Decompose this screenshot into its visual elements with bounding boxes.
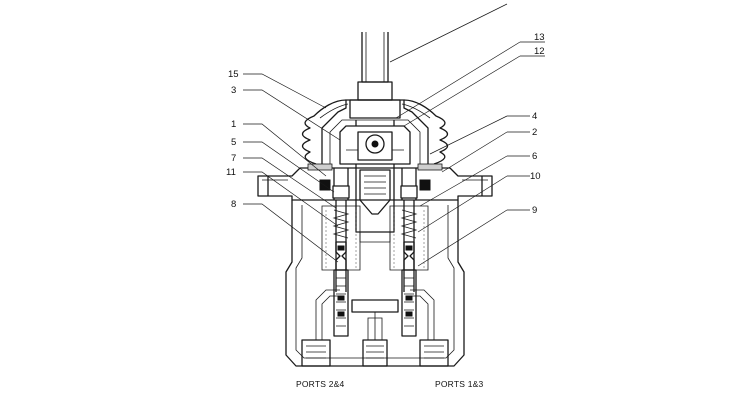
actuator-stem	[349, 32, 401, 119]
callout-13: 13	[534, 32, 545, 43]
callout-8: 8	[231, 199, 236, 210]
callout-1: 1	[231, 119, 236, 130]
callout-6: 6	[532, 151, 537, 162]
port-fittings	[301, 289, 449, 367]
ports-2-4-label: PORTS 2&4	[296, 379, 344, 389]
cam-plate	[339, 125, 411, 165]
bellows-boot	[301, 99, 449, 165]
callout-15: 15	[228, 69, 239, 80]
callout-3: 3	[231, 85, 236, 96]
callout-5: 5	[231, 137, 236, 148]
ports-1-3-label: PORTS 1&3	[435, 379, 483, 389]
right-spool	[389, 168, 429, 337]
seal-rings	[307, 163, 443, 191]
callout-9: 9	[532, 205, 537, 216]
callout-12: 12	[534, 46, 545, 57]
leader-lines	[243, 3, 545, 267]
callout-4: 4	[532, 111, 537, 122]
callout-2: 2	[532, 127, 537, 138]
callout-10: 10	[530, 171, 541, 182]
callout-labels: 13 12 15 3 1 5 7 11 8 4 2 6 10 9	[226, 32, 545, 216]
callout-7: 7	[231, 153, 236, 164]
left-spool	[321, 168, 361, 337]
callout-11: 11	[226, 167, 236, 178]
